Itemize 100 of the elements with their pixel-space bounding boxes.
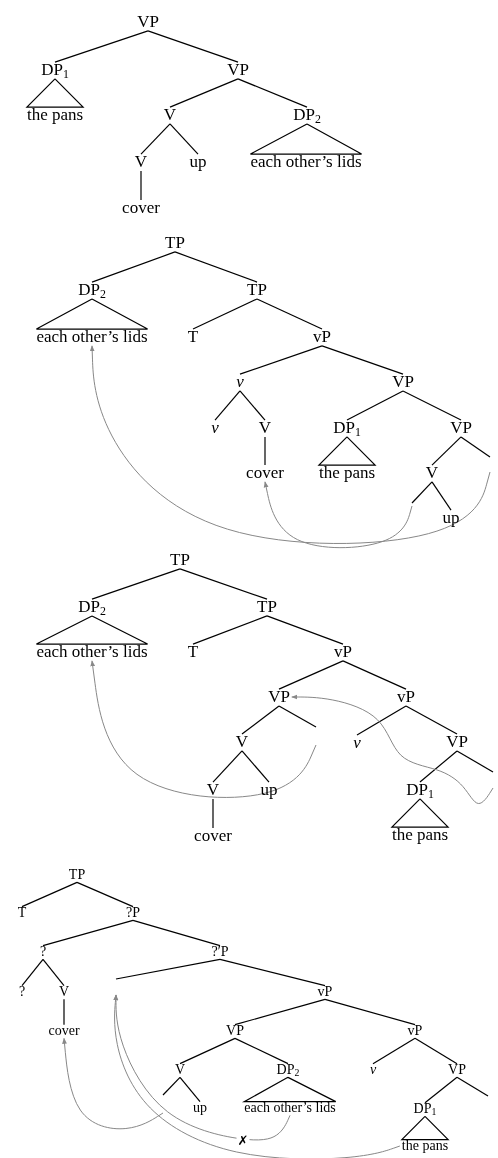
tree-branch [219, 958, 326, 987]
tree-branch [115, 958, 221, 980]
tree-branch [239, 390, 266, 421]
tree-node-label: TP [247, 281, 267, 299]
tree-node-label: T [187, 643, 199, 661]
tree-branch [234, 1037, 289, 1065]
tree-node-label: vP [397, 688, 415, 706]
tree-branch [76, 881, 134, 908]
movement-arrow [89, 345, 491, 544]
tree-node-label: v [369, 1062, 377, 1078]
tree-node-label: V [163, 106, 177, 124]
tree-node-label: DP$_{2}$ [78, 281, 106, 299]
tree-branch [91, 251, 176, 283]
tree-node-label: v [236, 373, 244, 391]
tree-node-label: ?′P [211, 944, 229, 960]
tree-branch [91, 568, 181, 600]
tree-node-label: up [189, 153, 207, 171]
tree-node-label: ? [18, 984, 26, 1000]
tree-branch [456, 1076, 489, 1097]
tree-branch [140, 170, 142, 201]
triangle-branch [249, 123, 363, 155]
tree-node-label: the pans [318, 464, 376, 482]
tree-branch [179, 568, 268, 600]
tree-branch [212, 798, 214, 829]
edge-label: ✗ [236, 1133, 250, 1147]
triangle-branch [317, 436, 377, 466]
tree-branch [424, 1076, 458, 1104]
tree-branch [169, 123, 199, 155]
tree-node-label: TP [170, 551, 190, 569]
movement-arrow [62, 1037, 164, 1130]
tree-branch [405, 705, 458, 735]
tree-node-label: TP [68, 867, 86, 883]
tree-branch [256, 298, 323, 330]
movement-arrow [291, 694, 494, 804]
tree-node-label: ?P [126, 905, 140, 921]
tree-branch [356, 705, 407, 736]
tree-node-label: each other’s lids [250, 153, 362, 171]
tree-node-label: each other’s lids [36, 643, 148, 661]
tree-branch [346, 390, 404, 421]
tree-branch [234, 998, 326, 1026]
movement-arrow [263, 481, 413, 549]
tree-branch [132, 919, 221, 947]
tree-node-label: T [17, 905, 27, 921]
tree-branch [42, 919, 134, 947]
tree-node-label: V [235, 733, 249, 751]
tree-node-label: VP [448, 1062, 466, 1078]
triangle-branch [35, 298, 149, 330]
tree-branch [460, 436, 491, 458]
tree-branch [179, 1037, 236, 1065]
tree-node-label: cover [246, 464, 284, 482]
tree-branch [431, 436, 462, 466]
tree-branch [192, 298, 258, 330]
tree-node-label: DP$_{2}$ [293, 106, 321, 124]
tree-node-label: the pans [391, 826, 449, 844]
tree-branch [212, 750, 243, 783]
tree-node-label: V [134, 153, 148, 171]
triangle-branch [241, 1076, 337, 1103]
tree-node-label: up [442, 509, 460, 527]
tree-branch [214, 390, 241, 421]
tree-node-label: DP$_{1}$ [413, 1101, 437, 1117]
tree-branch [431, 481, 452, 511]
tree-node-label: VP [450, 419, 472, 437]
tree-branch [140, 123, 171, 155]
tree-node-label: V [206, 781, 220, 799]
tree-branch [372, 1037, 416, 1065]
tree-branch [324, 998, 416, 1026]
tree-node-label: the pans [26, 106, 84, 124]
tree-branch [278, 705, 317, 728]
tree-branch [411, 481, 433, 504]
tree-branch [278, 660, 344, 690]
tree-branch [342, 660, 407, 690]
tree-node-label: V [258, 419, 272, 437]
tree-node-label: VP [226, 1023, 244, 1039]
tree-node-label: vP [407, 1023, 423, 1039]
tree-branch [321, 345, 404, 375]
tree-node-label: v [353, 734, 361, 752]
tree-node-label: up [193, 1100, 207, 1116]
tree-branch [21, 881, 78, 908]
tree-node-label: cover [48, 1023, 80, 1039]
tree-node-label: T [187, 328, 199, 346]
tree-node-label: VP [446, 733, 468, 751]
tree-branch [266, 615, 344, 645]
tree-node-label: DP$_{1}$ [406, 781, 434, 799]
tree-node-label: vP [313, 328, 331, 346]
tree-branch [63, 998, 65, 1026]
tree-branch [419, 750, 458, 783]
triangle-branch [35, 615, 149, 645]
tree-node-label: DP$_{2}$ [276, 1062, 300, 1078]
tree-branch [42, 958, 65, 987]
movement-arrow [90, 660, 317, 798]
tree-branch [174, 251, 258, 283]
tree-branch [241, 750, 270, 783]
tree-node-label: DP$_{1}$ [41, 61, 69, 79]
tree-branch [402, 390, 462, 421]
tree-node-label: VP [392, 373, 414, 391]
tree-node-label: TP [257, 598, 277, 616]
tree-branch [179, 1076, 201, 1103]
tree-branch [456, 750, 494, 773]
tree-node-label: VP [227, 61, 249, 79]
triangle-branch [390, 798, 450, 828]
